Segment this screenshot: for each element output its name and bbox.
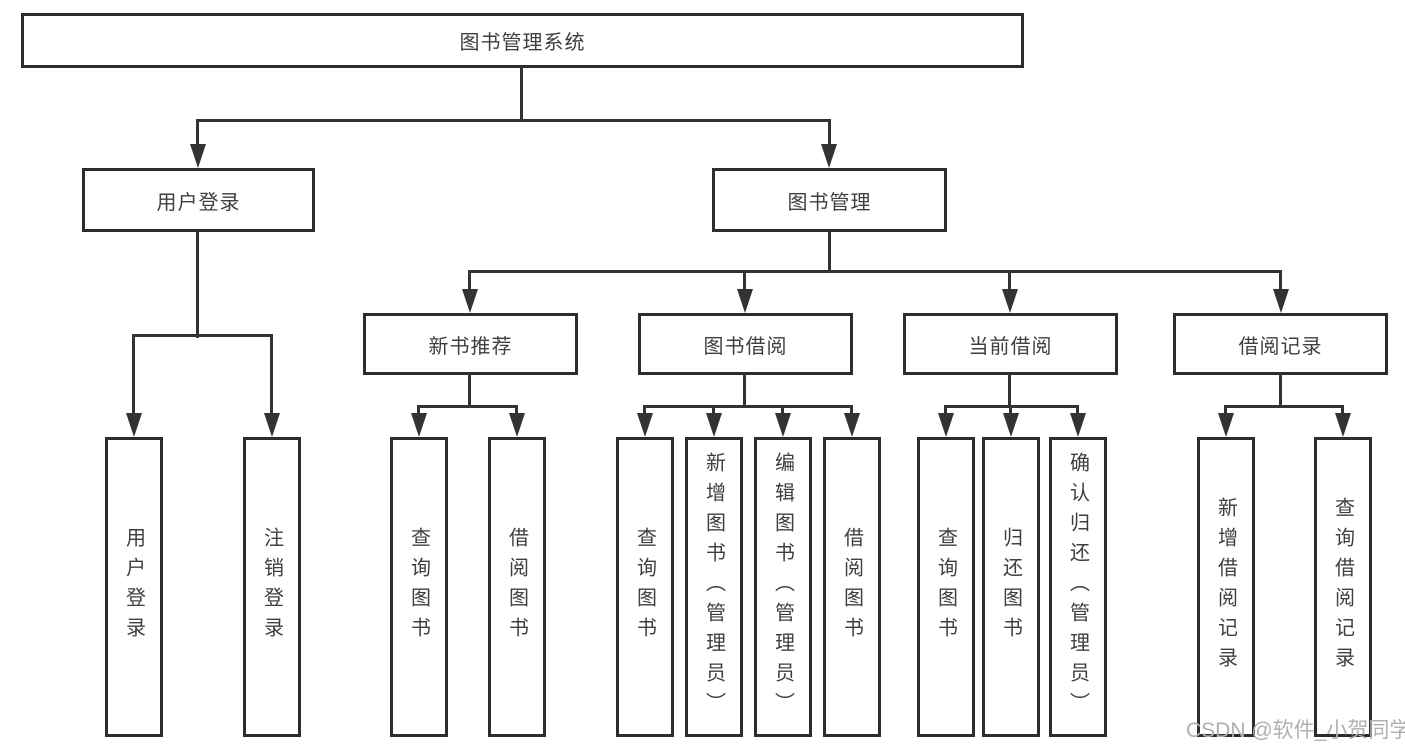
leaf-current-query-books-label: 查询图书 (934, 527, 957, 647)
leaf-borrow-query-books-label: 查询图书 (633, 527, 656, 647)
leaf-borrow-borrow-books: 借阅图书 (823, 437, 881, 737)
connector-shaft (1341, 405, 1344, 419)
connector-stub (468, 373, 471, 408)
connector-shaft (417, 405, 420, 419)
node-new-book-recommend-label: 新书推荐 (428, 335, 513, 358)
arrowhead (264, 413, 280, 437)
connector-leaf-branch (417, 405, 518, 408)
connector-stub (1279, 373, 1282, 408)
arrowhead (737, 289, 753, 313)
connector-shaft (132, 334, 135, 418)
connector-l2-shaft-right (828, 119, 831, 149)
leaf-current-confirm-return-admin-label: 确认归还（管理员） (1066, 452, 1089, 722)
node-book-management-label: 图书管理 (787, 191, 872, 214)
leaf-records-add-record: 新增借阅记录 (1197, 437, 1255, 737)
connector-shaft (850, 405, 853, 419)
arrowhead (844, 413, 860, 437)
arrowhead (190, 144, 206, 168)
leaf-logout: 注销登录 (243, 437, 301, 737)
arrowhead (1218, 413, 1234, 437)
leaf-borrow-borrow-books-label: 借阅图书 (840, 527, 863, 647)
node-user-login-label: 用户登录 (156, 191, 241, 214)
arrowhead (706, 413, 722, 437)
arrowhead (411, 413, 427, 437)
node-root-label: 图书管理系统 (459, 32, 586, 54)
connector-shaft (468, 270, 471, 294)
node-root: 图书管理系统 (21, 13, 1024, 68)
arrowhead (775, 413, 791, 437)
arrowhead (509, 413, 525, 437)
connector-shaft (1224, 405, 1227, 419)
connector-shaft (944, 405, 947, 419)
leaf-borrow-edit-book-admin-label: 编辑图书（管理员） (771, 452, 794, 722)
node-current-borrow-label: 当前借阅 (968, 335, 1053, 358)
connector-shaft (515, 405, 518, 419)
connector-root-stub (520, 68, 523, 122)
node-borrow-records: 借阅记录 (1173, 313, 1388, 375)
connector-stub (743, 373, 746, 408)
connector-stub (1008, 373, 1011, 408)
connector-shaft (1008, 270, 1011, 294)
arrowhead (462, 289, 478, 313)
connector-shaft (743, 270, 746, 294)
leaf-borrow-edit-book-admin: 编辑图书（管理员） (754, 437, 812, 737)
watermark: CSDN @软件_小贺同学 (1186, 719, 1405, 742)
leaf-logout-label: 注销登录 (260, 527, 283, 647)
leaf-newbook-borrow-books: 借阅图书 (488, 437, 546, 737)
node-user-login: 用户登录 (82, 168, 315, 232)
connector-leaf-branch (643, 405, 853, 408)
arrowhead (1335, 413, 1351, 437)
connector-shaft (1076, 405, 1079, 419)
arrowhead (1070, 413, 1086, 437)
arrowhead (1003, 413, 1019, 437)
arrowhead (1273, 289, 1289, 313)
connector-l2-shaft-left (196, 119, 199, 149)
arrowhead (938, 413, 954, 437)
connector-shaft (643, 405, 646, 419)
leaf-current-return-books: 归还图书 (982, 437, 1040, 737)
leaf-borrow-add-book-admin: 新增图书（管理员） (685, 437, 743, 737)
node-book-management: 图书管理 (712, 168, 947, 232)
leaf-user-login-label: 用户登录 (122, 527, 145, 647)
leaf-current-query-books: 查询图书 (917, 437, 975, 737)
node-borrow-records-label: 借阅记录 (1238, 335, 1323, 358)
connector-shaft (270, 334, 273, 418)
connector-shaft (712, 405, 715, 419)
leaf-current-confirm-return-admin: 确认归还（管理员） (1049, 437, 1107, 737)
connector-bookmgmt-stub (828, 232, 831, 273)
leaf-borrow-query-books: 查询图书 (616, 437, 674, 737)
connector-userlogin-branch (132, 334, 273, 337)
connector-userlogin-stub (196, 232, 199, 338)
connector-shaft (1009, 405, 1012, 419)
leaf-newbook-query-books: 查询图书 (390, 437, 448, 737)
connector-shaft (1279, 270, 1282, 294)
leaf-borrow-add-book-admin-label: 新增图书（管理员） (702, 452, 725, 722)
connector-shaft (781, 405, 784, 419)
node-new-book-recommend: 新书推荐 (363, 313, 578, 375)
leaf-records-query-record: 查询借阅记录 (1314, 437, 1372, 737)
arrowhead (821, 144, 837, 168)
connector-l2-branch (197, 119, 831, 122)
leaf-newbook-borrow-books-label: 借阅图书 (505, 527, 528, 647)
node-current-borrow: 当前借阅 (903, 313, 1118, 375)
leaf-current-return-books-label: 归还图书 (999, 527, 1022, 647)
leaf-newbook-query-books-label: 查询图书 (407, 527, 430, 647)
arrowhead (1002, 289, 1018, 313)
node-book-borrow: 图书借阅 (638, 313, 853, 375)
node-book-borrow-label: 图书借阅 (703, 335, 788, 358)
connector-leaf-branch (1224, 405, 1344, 408)
leaf-user-login: 用户登录 (105, 437, 163, 737)
leaf-records-add-record-label: 新增借阅记录 (1214, 497, 1237, 677)
leaf-records-query-record-label: 查询借阅记录 (1331, 497, 1354, 677)
connector-l3-branch (468, 270, 1282, 273)
arrowhead (637, 413, 653, 437)
arrowhead (126, 413, 142, 437)
